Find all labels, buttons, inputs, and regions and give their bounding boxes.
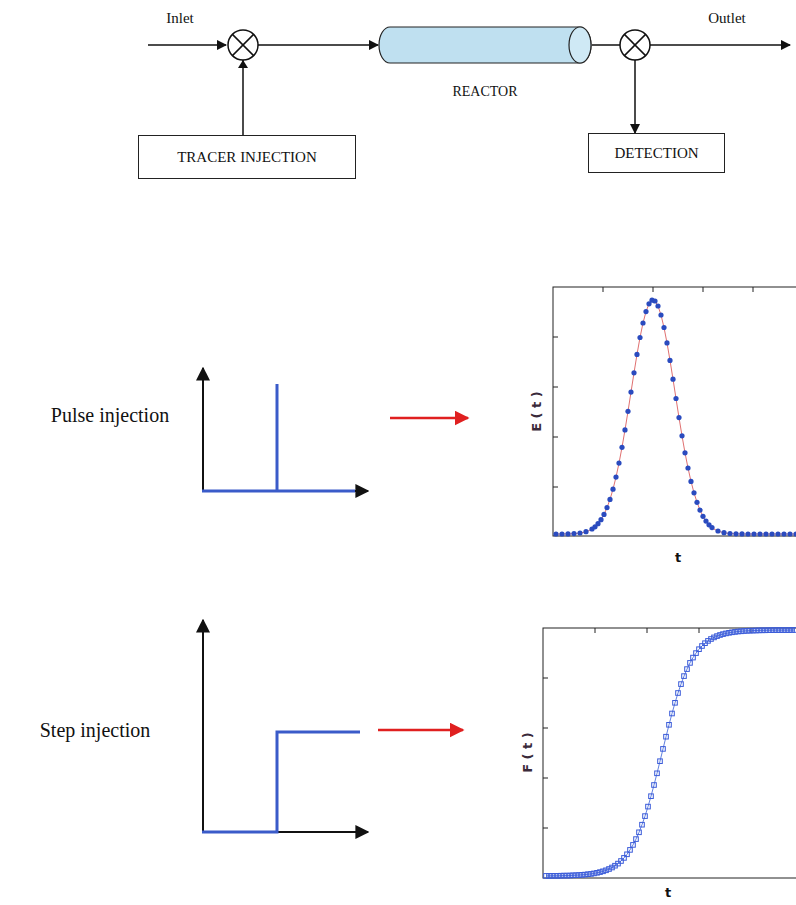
input-label: Step injection xyxy=(40,719,151,742)
node-label: TRACER INJECTION xyxy=(177,149,317,166)
node-label: DETECTION xyxy=(614,145,698,162)
axis-label: t xyxy=(665,885,671,900)
pulse-input-plot xyxy=(202,368,368,491)
axis-label: F ( t ) xyxy=(520,732,535,773)
red-arrow xyxy=(378,729,463,732)
node-label: REACTOR xyxy=(378,84,592,100)
step-input-plot xyxy=(202,620,368,832)
flow-label: Inlet xyxy=(166,10,194,27)
reactor-vessel: REACTOR xyxy=(378,26,592,106)
axis-label: E ( t ) xyxy=(529,391,544,432)
axis-label: t xyxy=(675,550,681,565)
inlet-arrow xyxy=(148,44,226,46)
input-label: Pulse injection xyxy=(51,404,169,427)
red-arrow xyxy=(390,417,468,420)
detection-box: DETECTION xyxy=(588,133,725,173)
flow-connector xyxy=(243,45,378,135)
mixer-symbol xyxy=(228,30,258,68)
f-curve-plot xyxy=(543,628,796,878)
flow-label: Outlet xyxy=(708,10,746,27)
outlet-arrow xyxy=(650,44,790,46)
e-curve-plot xyxy=(553,287,796,537)
tracer-injection-box: TRACER INJECTION xyxy=(138,135,356,179)
reactor-cylinder xyxy=(378,26,592,64)
mixer-symbol xyxy=(620,30,650,60)
